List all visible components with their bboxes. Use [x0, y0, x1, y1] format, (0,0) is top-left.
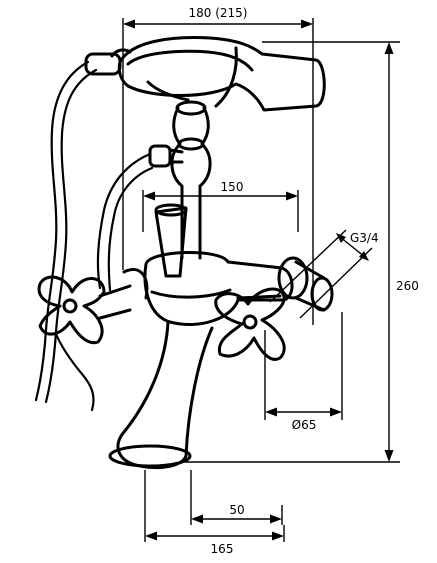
dimension-overall-depth: 165: [144, 470, 285, 556]
shower-cradle-stem: [170, 100, 212, 260]
dimension-label-spout-base: 50: [229, 503, 244, 517]
left-cross-handle: [37, 268, 149, 345]
right-cross-handle: [214, 287, 286, 361]
dimension-label-top-width: 180 (215): [189, 6, 248, 20]
dimension-height: 260: [182, 41, 419, 463]
dimension-spout-reach: 150: [142, 180, 299, 232]
spout: [108, 320, 214, 470]
dimension-spout-base: 50: [190, 470, 283, 525]
wall-flange: [277, 256, 334, 312]
dimension-flange-diameter: Ø65: [264, 312, 343, 432]
hand-shower: [84, 36, 326, 112]
hose-connector: [148, 144, 184, 168]
dimension-label-flange-diameter: Ø65: [292, 418, 317, 432]
dimension-thread: G3/4: [269, 229, 379, 319]
shower-hose: [34, 60, 154, 412]
dimension-top-width: 180 (215): [122, 6, 314, 325]
dimension-label-height: 260: [396, 279, 419, 293]
dimension-label-spout-reach: 150: [221, 180, 244, 194]
dimension-label-overall-depth: 165: [211, 542, 234, 556]
dimension-label-thread: G3/4: [350, 231, 379, 245]
